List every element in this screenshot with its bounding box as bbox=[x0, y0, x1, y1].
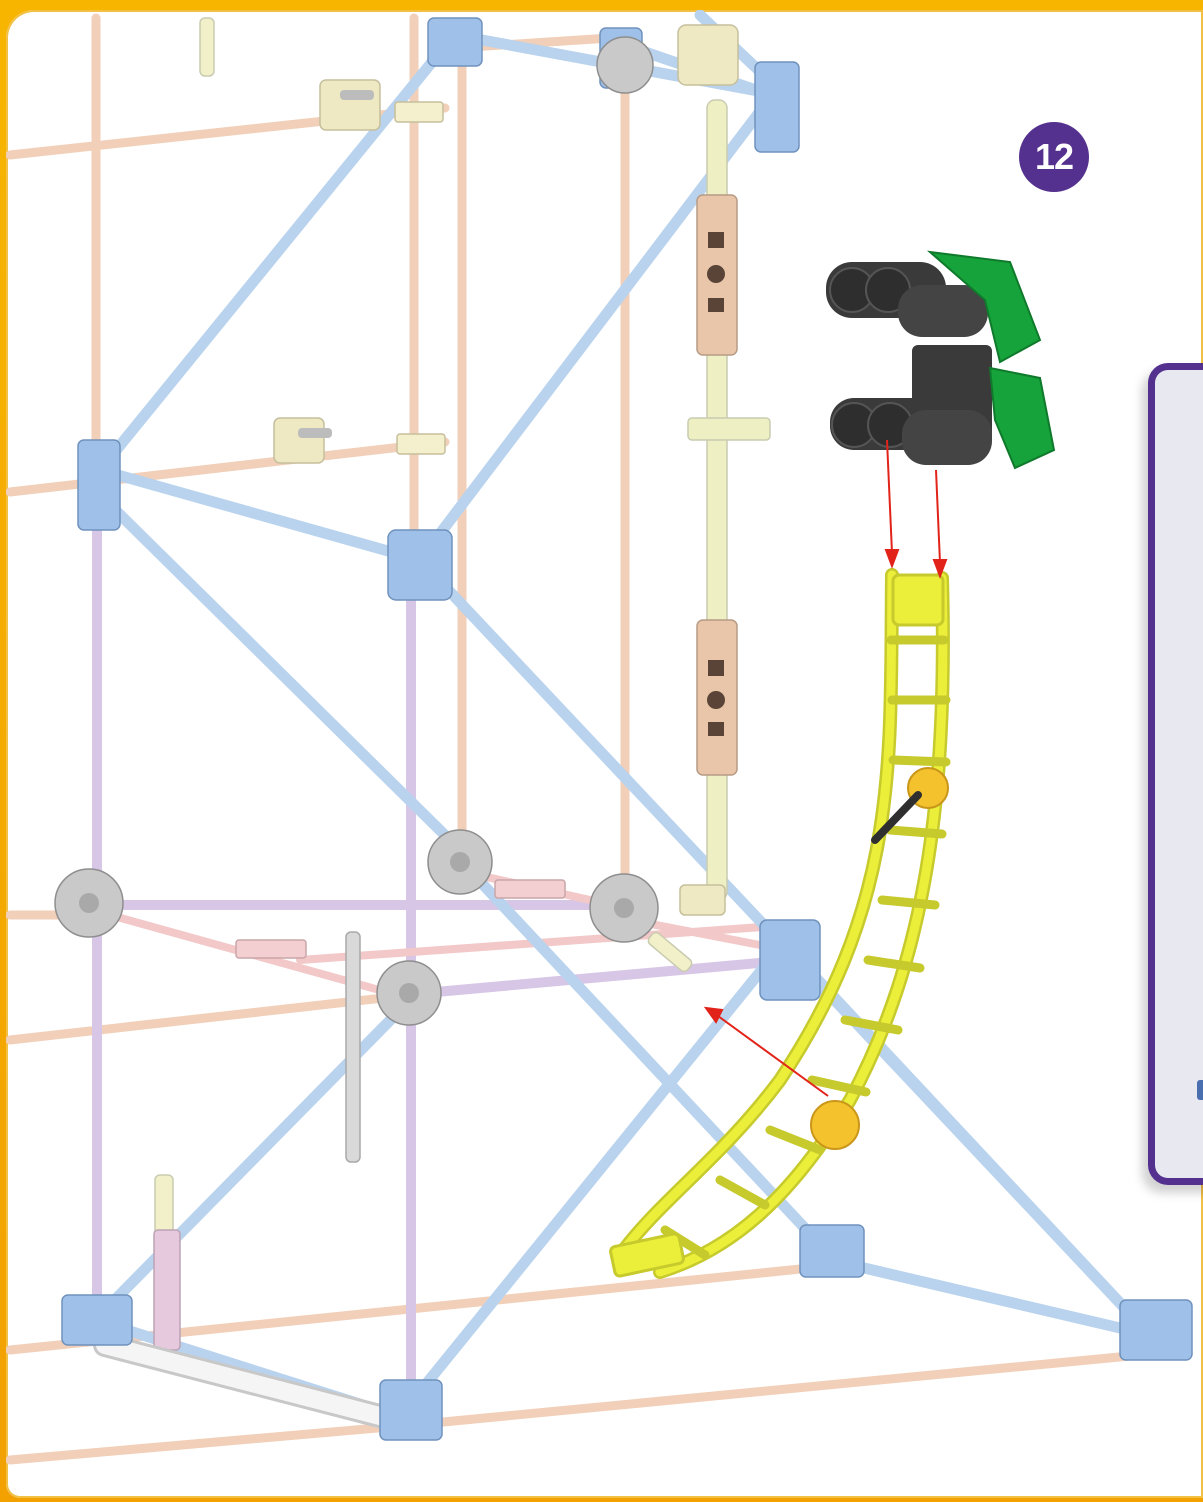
step-number: 12 bbox=[1035, 136, 1073, 178]
instruction-frame: 12 bbox=[6, 10, 1203, 1498]
detail-panel bbox=[1148, 363, 1203, 1185]
connector-icon bbox=[1120, 1300, 1192, 1360]
gray-connectors bbox=[55, 37, 658, 1025]
detail-panel-part-icon bbox=[1195, 960, 1203, 1110]
connector-icon bbox=[78, 440, 120, 530]
assembly-diagram bbox=[6, 10, 1203, 1498]
small-cream-parts bbox=[154, 18, 738, 1350]
connector-icon bbox=[380, 1380, 442, 1440]
step-badge: 12 bbox=[1019, 122, 1089, 192]
connector-icon bbox=[597, 37, 653, 93]
connector-icon bbox=[760, 920, 820, 1000]
connector-icon bbox=[428, 18, 482, 66]
chain-lift-column bbox=[688, 100, 770, 900]
connector-icon bbox=[62, 1295, 132, 1345]
connector-icon bbox=[388, 530, 452, 600]
chain-motor-icon bbox=[826, 252, 1054, 468]
connector-icon bbox=[755, 62, 799, 152]
base-tube bbox=[105, 1345, 395, 1420]
connector-icon bbox=[800, 1225, 864, 1277]
